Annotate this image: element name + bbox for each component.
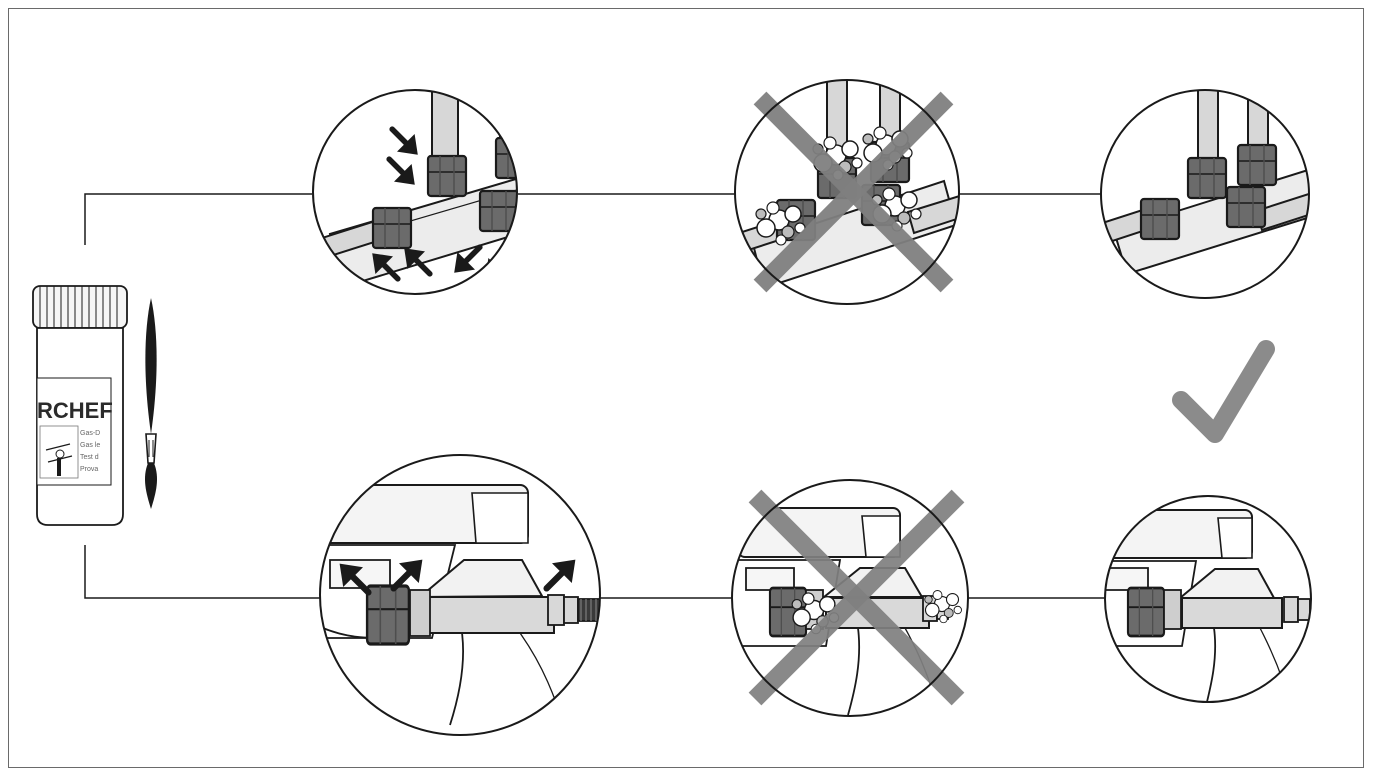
jar-text-line-4: Prova <box>80 466 98 473</box>
cross-icon <box>748 489 965 706</box>
step-top-leak <box>734 79 960 305</box>
step-bottom-ok <box>1104 495 1312 703</box>
step-top-ok <box>1100 89 1310 299</box>
brush-icon <box>144 298 158 509</box>
diagram-frame <box>8 8 1364 768</box>
jar-text-line-3: Test d <box>80 454 99 461</box>
jar-text-line-1: Gas-D <box>80 430 100 437</box>
check-icon <box>1172 340 1275 443</box>
leak-test-jar: RCHEF Gas-D Gas le Test d Prova <box>32 285 158 526</box>
step-bottom-leak <box>731 479 969 717</box>
arrow-icon <box>524 122 550 148</box>
step-top-apply <box>312 89 556 295</box>
cross-icon <box>753 91 954 293</box>
jar-brand-label: RCHEF <box>37 398 113 423</box>
jar-icon: RCHEF Gas-D Gas le Test d Prova <box>32 285 128 526</box>
connector-lines <box>84 193 1105 599</box>
jar-text-line-2: Gas le <box>80 442 100 449</box>
step-bottom-apply <box>319 454 601 736</box>
arrow-icon <box>530 154 556 180</box>
